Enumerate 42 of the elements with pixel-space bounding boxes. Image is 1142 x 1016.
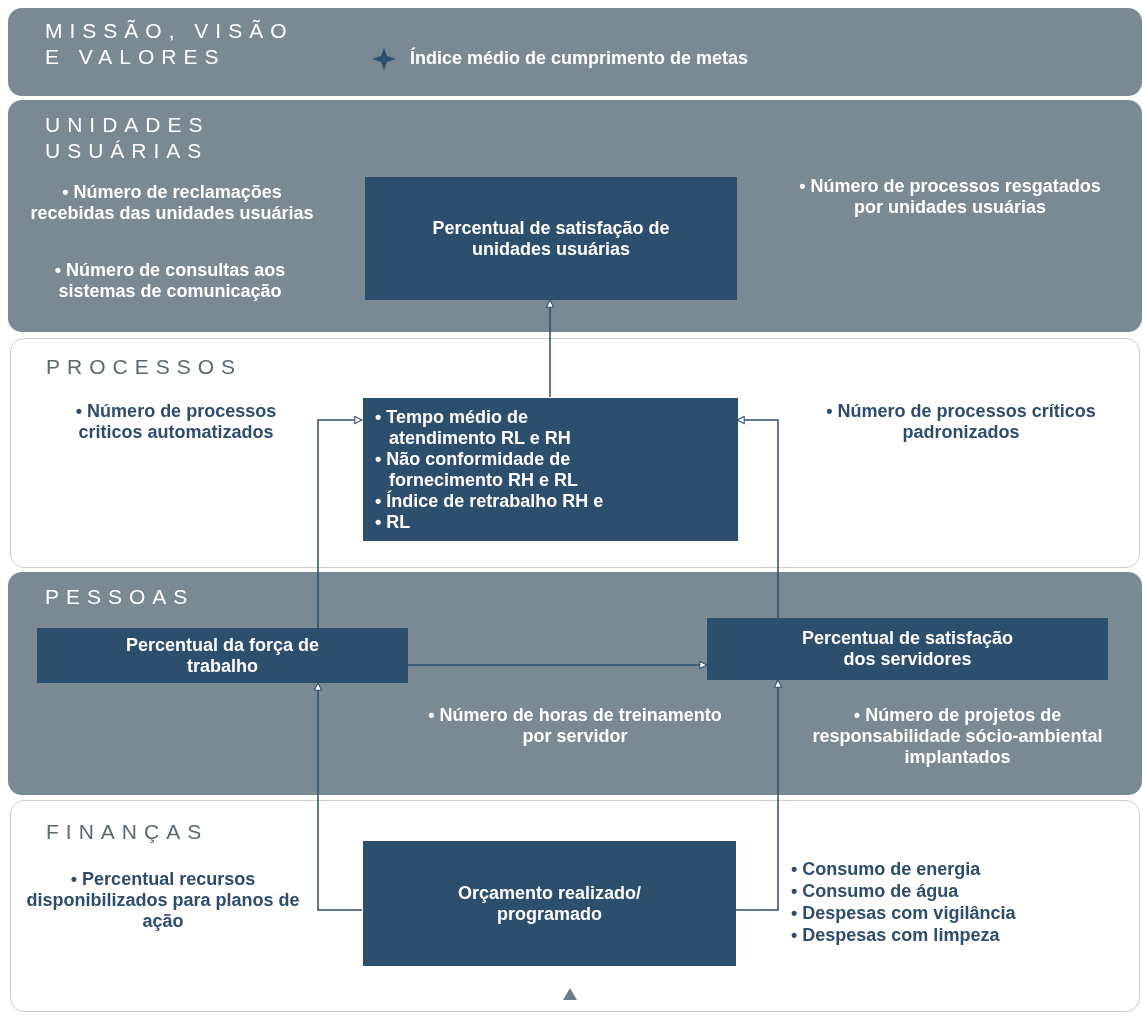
- indicator-text: • Índice de retrabalho RH e: [375, 490, 605, 512]
- indicator-text: • Número de projetos de responsabilidade sócio-ambiental implantados: [811, 705, 1104, 768]
- arrow: [545, 299, 555, 398]
- perspective-band: [10, 338, 1140, 568]
- indicator-text: Orçamento realizado/ programado: [456, 882, 643, 925]
- perspective-title: FINANÇAS: [46, 819, 210, 845]
- indicator-text: • Tempo médio de atendimento RL e RH: [375, 406, 572, 449]
- perspective-title: MISSÃO, VISÃO E VALORES: [45, 18, 295, 70]
- indicator-box: [363, 398, 738, 541]
- perspective-band: [8, 100, 1142, 332]
- arrow: [734, 679, 783, 911]
- perspective-title: PESSOAS: [45, 584, 196, 610]
- indicator-text: • Não conformidade de fornecimento RH e RL: [375, 448, 580, 490]
- indicator-box: [365, 177, 737, 300]
- indicator-text: • Número de processos criticos automatizados: [74, 401, 278, 443]
- indicator-text: • Número de reclamações recebidas das unidades usuárias: [29, 182, 315, 224]
- indicator-text: Percentual de satisfação dos servidores: [800, 628, 1015, 670]
- perspective-band: [10, 800, 1140, 1012]
- indicator-text: Percentual da força de trabalho: [124, 634, 321, 677]
- indicator-text: • Número de consultas aos sistemas de comunicação: [53, 260, 287, 302]
- indicator-text: • Despesas com vigilância: [791, 903, 1017, 924]
- indicator-text: • Número de processos críticos padronizados: [825, 401, 1097, 443]
- indicator-text: Índice médio de cumprimento de metas: [410, 48, 750, 69]
- indicator-text: • Despesas com limpeza: [791, 925, 1001, 946]
- indicator-text: • Número de processos resgatados por unidades usuárias: [798, 176, 1102, 218]
- indicator-box: [37, 628, 408, 683]
- arrow: [313, 682, 363, 911]
- indicator-text: • Número de horas de treinamento por servidor: [427, 705, 723, 747]
- indicator-text: • Consumo de água: [791, 881, 960, 902]
- perspective-title: PROCESSOS: [46, 354, 244, 380]
- indicator-text: • RL: [375, 511, 412, 533]
- indicator-text: • Percentual recursos disponibilizados para planos de ação: [25, 869, 301, 932]
- arrow: [407, 660, 708, 670]
- indicator-text: Percentual de satisfação de unidades usuárias: [431, 217, 671, 260]
- indicator-box: [707, 618, 1108, 680]
- perspective-title: UNIDADES USUÁRIAS: [45, 112, 211, 164]
- indicator-text: • Consumo de energia: [791, 859, 982, 880]
- perspective-band: [8, 572, 1142, 795]
- indicator-box: [363, 841, 736, 966]
- arrow: [736, 415, 779, 619]
- perspective-band: [8, 8, 1142, 96]
- arrow: [317, 415, 363, 629]
